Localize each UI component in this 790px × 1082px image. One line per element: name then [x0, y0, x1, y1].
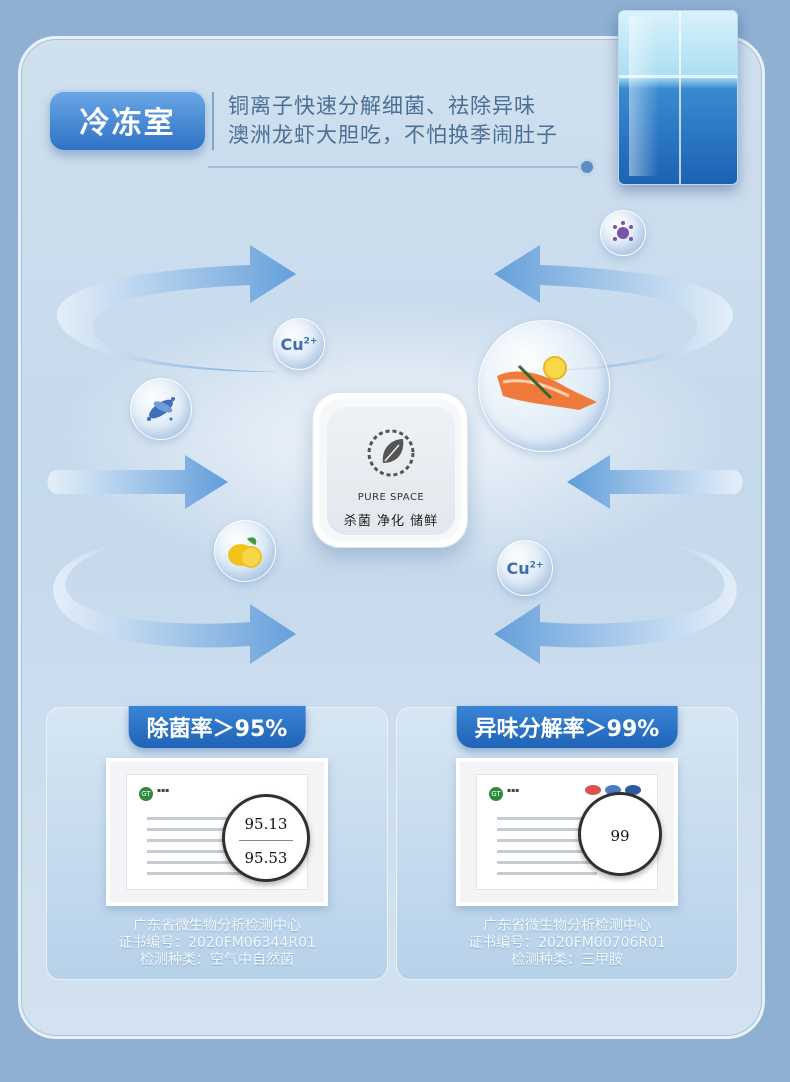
bacteria-icon — [147, 397, 175, 421]
certificate-image: GT ▪▪▪ 99 — [456, 758, 678, 906]
module-face: PURE SPACE 杀菌 净化 储鲜 — [327, 407, 455, 535]
magnifier-value: 99 — [610, 827, 630, 845]
magnifier-value: 95.53 — [244, 849, 288, 867]
virus-icon — [613, 221, 633, 241]
bacteria-bubble — [130, 378, 192, 440]
module-brand: PURE SPACE — [357, 492, 425, 503]
salmon-icon — [497, 356, 597, 410]
magnifier: 95.13 95.53 — [222, 794, 310, 882]
freezer-divider-horizontal — [619, 75, 737, 78]
copper-ion-bubble: Cu2+ — [497, 540, 553, 596]
lab-logo-icon: GT — [139, 787, 153, 801]
card-tab: 除菌率＞95% — [128, 706, 306, 748]
freezer-image — [618, 10, 738, 185]
section-title-badge: 冷冻室 — [50, 90, 205, 150]
arrow-left-bottom — [53, 545, 297, 664]
arrow-left-top — [56, 245, 296, 372]
test-card-deodorization: 异味分解率＞99% GT ▪▪▪ 99 广东省微生物分析检测中心 证书编号：20… — [396, 706, 738, 980]
pure-space-module: PURE SPACE 杀菌 净化 储鲜 — [312, 392, 468, 548]
header-underline — [208, 166, 583, 168]
card-footer: 广东省微生物分析检测中心 证书编号：2020FM00706R01 检测种类：三甲… — [397, 918, 737, 969]
freezer-shine — [629, 16, 659, 176]
lab-logo-mark: ▪▪▪ — [157, 787, 170, 794]
certificate-lines — [497, 817, 597, 883]
card-line: 检测种类：三甲胺 — [511, 952, 623, 968]
accreditation-marks — [585, 785, 641, 795]
certificate-image: GT ▪▪▪ 95.13 95.53 — [106, 758, 328, 906]
arrow-right-middle — [567, 455, 743, 509]
module-functions: 杀菌 净化 储鲜 — [343, 514, 439, 529]
description-line-2: 澳洲龙虾大胆吃，不怕换季闹肚子 — [228, 123, 558, 147]
arrow-left-middle — [47, 455, 228, 509]
leaf-logo-icon — [367, 429, 415, 477]
lab-logo-icon: GT — [489, 787, 503, 801]
copper-ion-label: Cu2+ — [506, 558, 544, 578]
salmon-bubble — [478, 320, 610, 452]
copper-ion-label: Cu2+ — [280, 334, 318, 354]
freezer-divider-vertical — [679, 11, 681, 184]
card-line: 证书编号：2020FM00706R01 — [468, 935, 666, 951]
card-footer: 广东省微生物分析检测中心 证书编号：2020FM06344R01 检测种类：空气… — [47, 918, 387, 969]
magnifier: 99 — [578, 792, 662, 876]
card-line: 证书编号：2020FM06344R01 — [118, 935, 316, 951]
arrow-right-top — [494, 245, 734, 372]
test-card-sterilization: 除菌率＞95% GT ▪▪▪ 95.13 95.53 广东省微生物分析检测中心 … — [46, 706, 388, 980]
card-tab: 异味分解率＞99% — [456, 706, 678, 748]
arrow-right-bottom — [494, 545, 737, 664]
virus-bubble — [600, 210, 646, 256]
airflow-arrows — [47, 245, 743, 664]
certificate-lines — [147, 817, 247, 883]
lab-logo-mark: ▪▪▪ — [507, 787, 520, 794]
card-line: 广东省微生物分析检测中心 — [133, 918, 301, 934]
lemon-bubble — [214, 520, 276, 582]
card-line: 检测种类：空气中自然菌 — [140, 952, 294, 968]
description-line-1: 铜离子快速分解细菌、祛除异味 — [228, 94, 536, 118]
copper-ion-bubble: Cu2+ — [273, 318, 325, 370]
header-description: 铜离子快速分解细菌、祛除异味 澳洲龙虾大胆吃，不怕换季闹肚子 — [228, 92, 558, 150]
card-line: 广东省微生物分析检测中心 — [483, 918, 651, 934]
magnifier-value: 95.13 — [244, 815, 288, 833]
header-underline-dot — [581, 161, 593, 173]
lemon-icon — [228, 537, 262, 568]
header-divider — [212, 92, 214, 150]
